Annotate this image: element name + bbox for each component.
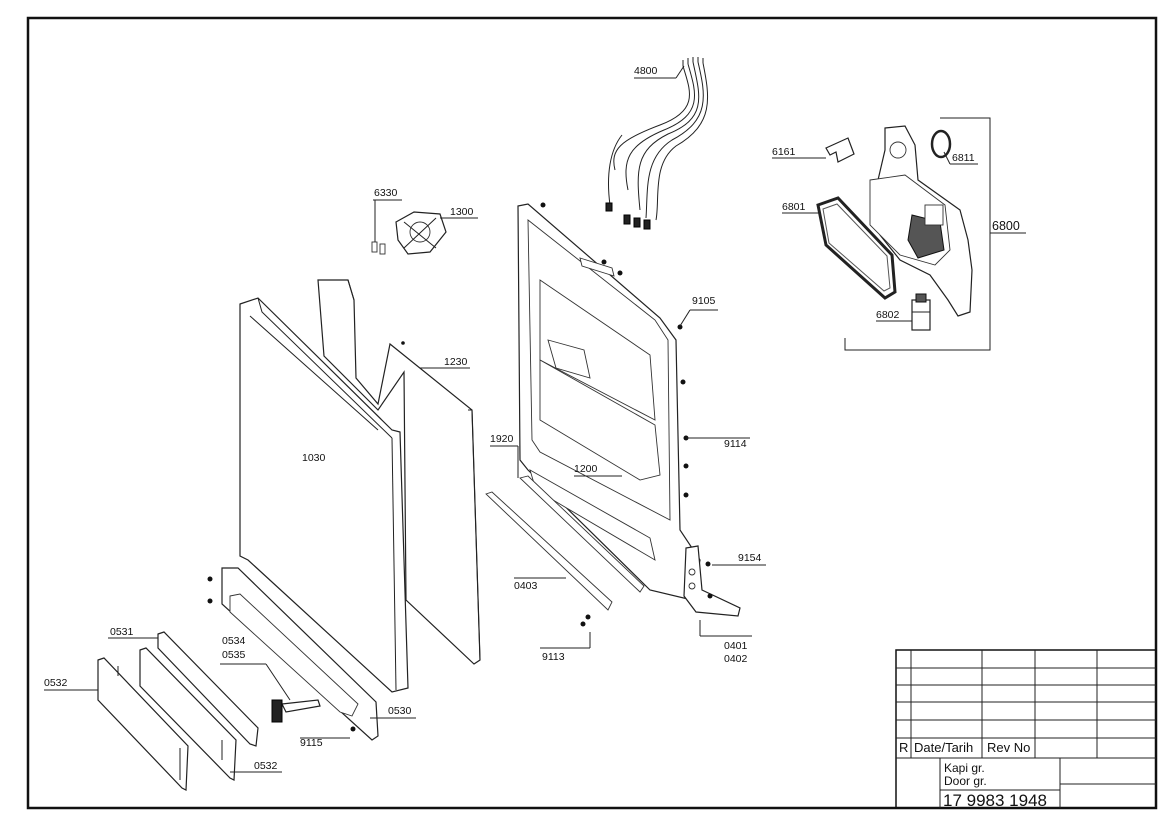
decor-panels [97, 631, 259, 791]
control-panel-frame [221, 567, 379, 741]
label-0535: 0535 [222, 649, 246, 661]
drawing-frame [26, 16, 1158, 810]
label-9113: 9113 [542, 651, 565, 663]
seal-ring [930, 129, 952, 159]
label-6800: 6800 [992, 219, 1020, 233]
label-9114: 9114 [724, 438, 747, 450]
label-1200: 1200 [574, 463, 598, 475]
label-1300: 1300 [450, 206, 474, 218]
label-0534: 0534 [222, 635, 246, 647]
revision-column-header: Rev No [987, 740, 1030, 755]
label-6330: 6330 [374, 187, 398, 199]
label-9115: 9115 [300, 737, 323, 749]
label-0402: 0402 [724, 653, 748, 665]
title-block: R Date/Tarih Rev No Kapi gr. Door gr. 17… [895, 649, 1157, 810]
label-0530: 0530 [388, 705, 412, 717]
door-hinge-spring [371, 200, 447, 255]
leader-lines [44, 65, 1026, 773]
label-4800: 4800 [634, 65, 658, 77]
label-6802: 6802 [876, 309, 900, 321]
wire-harness [605, 57, 709, 230]
label-1030: 1030 [302, 452, 326, 464]
label-0531: 0531 [110, 626, 134, 638]
label-9105: 9105 [692, 295, 716, 307]
drawing-number: 17 9983 1948 [943, 791, 1047, 810]
drawing-name-turkish: Kapi gr. [944, 761, 985, 775]
inner-door-panel [517, 203, 741, 617]
label-0401: 0401 [724, 640, 748, 652]
part-labels: 4800 6161 6811 6801 6800 6802 6330 1300 … [44, 65, 1020, 772]
label-0403: 0403 [514, 580, 538, 592]
door-insulation [317, 279, 481, 665]
fastener-screws [207, 202, 713, 732]
detergent-dispenser-assembly [816, 117, 991, 351]
bottom-seal-strip [485, 475, 645, 611]
label-0532-left: 0532 [44, 677, 68, 689]
door-handle-part [271, 699, 321, 723]
label-6811: 6811 [952, 152, 975, 164]
label-0532-bottom: 0532 [254, 760, 278, 772]
revision-mark: R [899, 740, 908, 755]
label-6801: 6801 [782, 201, 806, 213]
label-1920: 1920 [490, 433, 514, 445]
label-6161: 6161 [772, 146, 796, 158]
label-1230: 1230 [444, 356, 468, 368]
label-9154: 9154 [738, 552, 762, 564]
drawing-name-english: Door gr. [944, 774, 987, 788]
outer-door-panel [239, 297, 409, 693]
lid-gasket [816, 196, 897, 300]
date-column-header: Date/Tarih [914, 740, 973, 755]
